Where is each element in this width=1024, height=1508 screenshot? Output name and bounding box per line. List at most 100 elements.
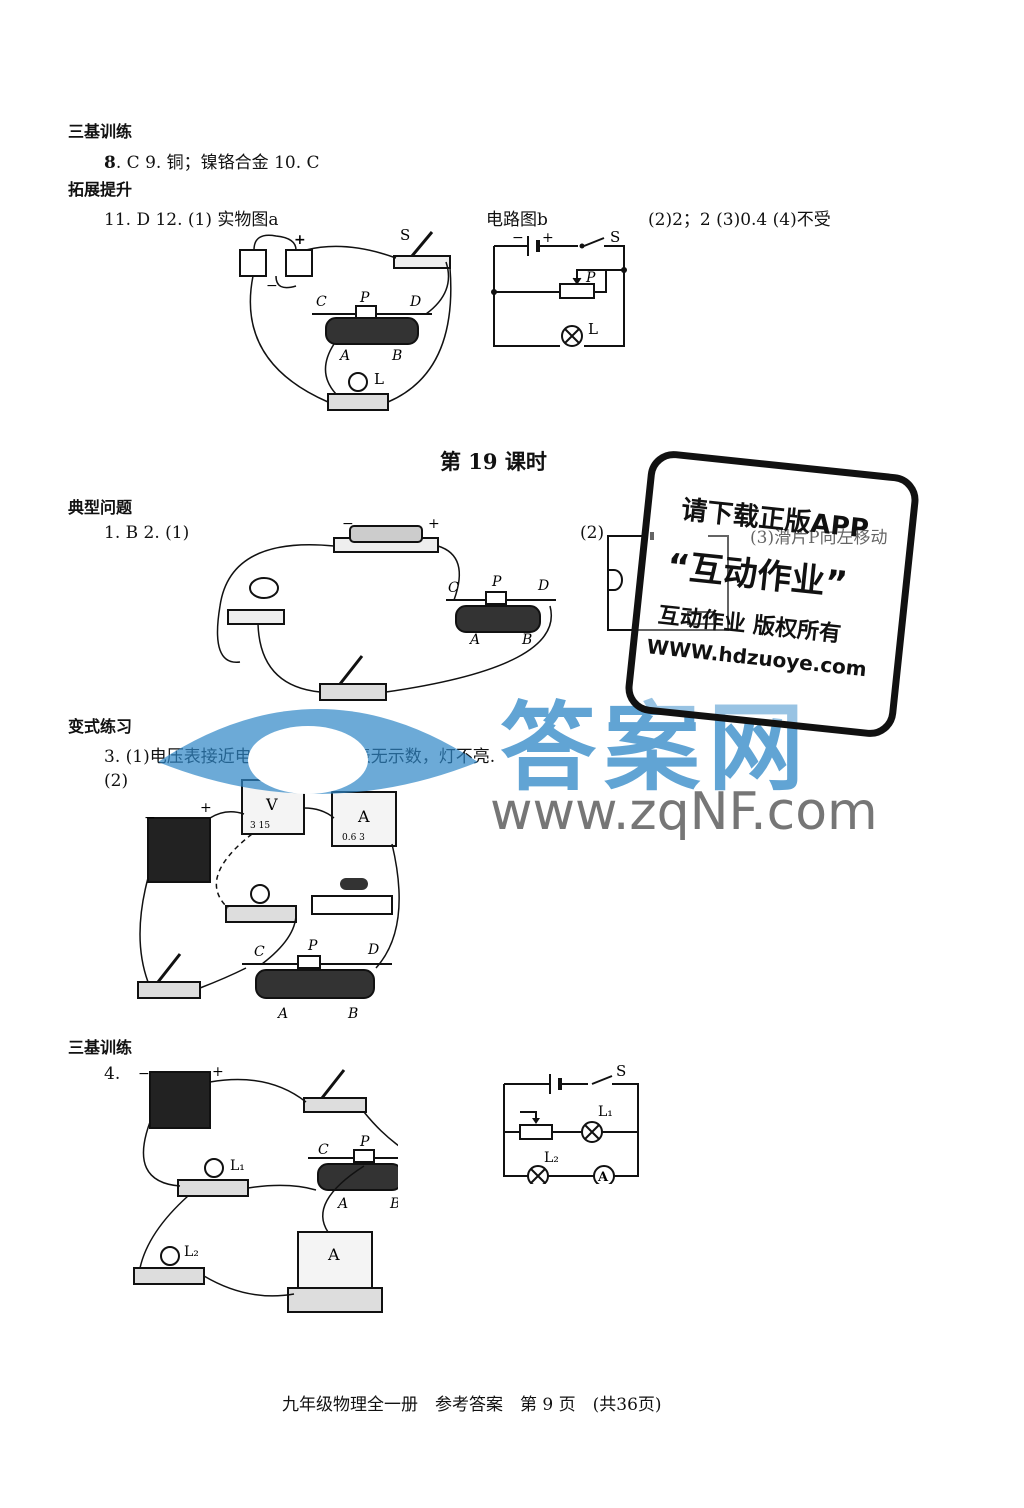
lamp-label: L	[588, 320, 598, 338]
circuit-diagram-4: S L₁ L₂ A	[503, 1062, 639, 1184]
slider-p-label: P	[359, 1134, 370, 1150]
url-watermark: www.zqNF.com	[490, 782, 878, 842]
bell-symbol	[608, 569, 623, 591]
lamp-base	[327, 393, 389, 411]
lesson-title: 第 19 课时	[440, 449, 547, 474]
ammeter	[331, 791, 397, 847]
plus-mark: +	[212, 1064, 224, 1080]
lamp-base	[225, 905, 297, 923]
answer-line-3-part2: (2)	[104, 771, 129, 791]
battery-pack	[149, 1071, 211, 1129]
physical-wiring-figure-3: − + V 3 15 A 0.6 3 C P D A B	[137, 779, 400, 1022]
minus-mark: −	[512, 230, 524, 246]
ammeter-a-label: A	[327, 1245, 340, 1264]
minus-mark: −	[138, 1066, 150, 1082]
switch-label: S	[616, 1062, 626, 1080]
switch-label: S	[610, 228, 620, 246]
lamp-l2-base	[133, 1267, 205, 1285]
bell	[249, 577, 279, 599]
question-number: 8	[104, 153, 116, 173]
eye-logo-watermark	[158, 709, 478, 794]
diagram-b-wires	[493, 237, 625, 347]
voltmeter-ticks: 3 15	[250, 821, 270, 831]
battery-cell-left	[239, 249, 267, 277]
ammeter-symbol-label: A	[597, 1170, 609, 1184]
answer-line-1-2: 1. B 2. (1)	[104, 523, 190, 543]
terminal-b-label: B	[389, 1196, 398, 1212]
terminal-b-label: B	[521, 632, 532, 648]
terminal-c-label: C	[318, 1142, 329, 1158]
terminal-d-label: D	[367, 942, 379, 958]
terminal-d-label: D	[409, 294, 421, 310]
slider-p-label: P	[585, 270, 596, 286]
lamp-label: L	[374, 370, 384, 388]
slider-p-label: P	[359, 290, 370, 306]
resistor	[340, 878, 368, 890]
slider-p-label: P	[307, 938, 318, 954]
section-heading-sanji-1: 三基训练	[68, 122, 133, 141]
plus-mark: +	[542, 230, 554, 246]
lamp-bulb	[348, 372, 368, 392]
rheostat-coil	[455, 605, 541, 633]
ammeter-a-label: A	[357, 807, 370, 826]
answer-line-2-part2: (2)	[580, 523, 605, 543]
circuit-diagram-b: − + S P L	[491, 228, 627, 347]
rheostat-slider	[355, 305, 377, 319]
switch-lever	[320, 1069, 346, 1099]
lamp-l2-bulb	[160, 1246, 180, 1266]
physical-wiring-figure-a: + − S C P D A B L	[239, 226, 452, 411]
lamp-l1-base	[177, 1179, 249, 1197]
bell-base	[227, 609, 285, 625]
stamp-line-1: 请下载正版APP	[679, 495, 871, 545]
section-heading-sanji-2: 三基训练	[68, 1038, 133, 1057]
stamp-line-2: “互动作业”	[665, 546, 850, 605]
physical-wiring-figure-2: − + C P D A B	[216, 516, 556, 701]
terminal-c-label: C	[254, 944, 265, 960]
answer-text: . C 9. 铜；镍铬合金 10. C	[115, 153, 320, 173]
switch-pivot	[579, 243, 585, 249]
terminal-b-label: B	[391, 348, 402, 364]
battery	[349, 525, 423, 543]
lamp-l1-label: L₁	[598, 1104, 613, 1120]
section-heading-dianxing: 典型问题	[68, 498, 133, 517]
terminal-a-label: A	[338, 348, 350, 364]
diagram-2-wires	[607, 535, 729, 631]
answer-line-12-rest: (2)2；2 (3)0.4 (4)不受	[648, 210, 831, 230]
rheostat-symbol	[559, 283, 595, 299]
lamp-l1-label: L₁	[230, 1158, 245, 1174]
terminal-b-label: B	[347, 1006, 358, 1022]
section-heading-tuozhan: 拓展提升	[68, 180, 133, 199]
page-footer: 九年级物理全一册 参考答案 第 9 页 (共36页)	[282, 1395, 662, 1415]
rheostat-slider	[485, 591, 507, 605]
rheostat-slider	[297, 955, 321, 969]
rheostat-symbol	[687, 611, 715, 625]
slider-p-label: P	[491, 574, 502, 590]
ammeter-symbol	[593, 1165, 615, 1184]
answer-site-watermark: 答案网	[500, 692, 812, 804]
rheostat-slider	[353, 1149, 375, 1163]
resistor-board	[311, 895, 393, 915]
switch-lever	[156, 953, 182, 983]
switch-lever	[410, 231, 434, 257]
circuit-diagram-2	[607, 530, 729, 631]
plus-mark: +	[294, 232, 306, 248]
ammeter-base	[287, 1287, 383, 1313]
lamp-l2-label: L₂	[184, 1244, 199, 1260]
ammeter-ticks: 0.6 3	[342, 833, 365, 843]
terminal-a-label: A	[336, 1196, 348, 1212]
circuit-diagram-b-label: 电路图b	[486, 210, 548, 230]
terminal-d-label: D	[537, 578, 549, 594]
minus-mark: −	[144, 810, 156, 826]
rheostat-coil	[255, 969, 375, 999]
lamp-l1-bulb	[204, 1158, 224, 1178]
minus-mark: −	[266, 278, 278, 294]
switch-lever	[338, 655, 364, 685]
switch-base	[303, 1097, 367, 1113]
rheostat-coil	[317, 1163, 398, 1191]
voltmeter-v-label: V	[265, 795, 278, 814]
rheostat-coil	[325, 317, 419, 345]
answer-line-8-10: 8. C 9. 铜；镍铬合金 10. C	[104, 148, 320, 173]
battery-pack	[147, 817, 211, 883]
plus-mark: +	[428, 516, 440, 532]
lamp-bulb	[250, 884, 270, 904]
